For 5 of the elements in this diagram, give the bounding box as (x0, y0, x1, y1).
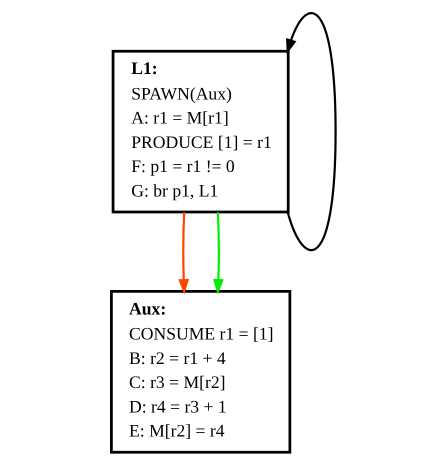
arrow (286, 12, 336, 251)
arrow (212, 212, 224, 295)
node-box: L1: SPAWN(Aux) A: r1 = M[r1] PRODUCE [1] = r1 F: p1 = r1 != 0 G: br p1, L1 (111, 50, 290, 214)
arrow (178, 212, 189, 295)
node-box: Aux: CONSUME r1 = [1] B: r2 = r1 + 4 C: r3 = M[r2] D: r4 = r3 + 1 E: M[r2] = r4 (110, 290, 291, 454)
